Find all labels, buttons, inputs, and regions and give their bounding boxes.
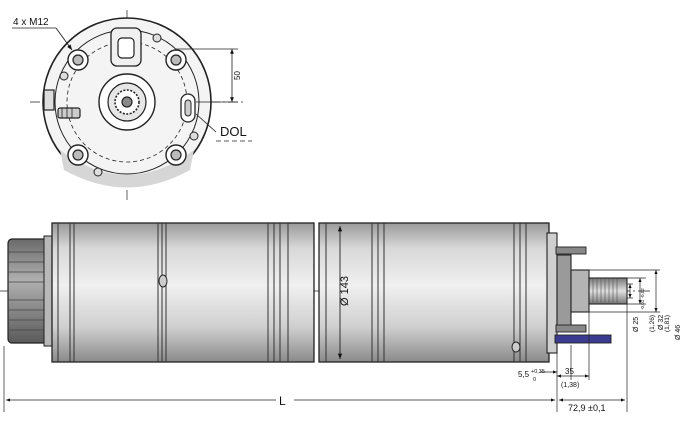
dim-shaft-offset-tol-upper: +0,35 [531, 369, 545, 375]
dol-label: DOL [220, 124, 247, 139]
dol-leader [195, 113, 217, 133]
blue-cable [554, 334, 612, 344]
dim-143-label: Ø 143 [339, 276, 351, 306]
dim-46-inch-label: (1,81) [664, 315, 671, 332]
bolt-hole-bottom-right [165, 144, 187, 166]
top-stud [555, 246, 587, 255]
left-cable-gland [43, 89, 55, 111]
right-diameter-dims [571, 269, 660, 313]
end-cap-ribs [8, 251, 48, 331]
motor-body-section-1 [51, 222, 315, 363]
dim-32-label: Ø 32 [658, 315, 665, 330]
dim-32-inch-label: (1,26) [649, 315, 656, 332]
dim-25-tol-label: -0,01 -0,02 [640, 288, 645, 310]
side-view [0, 222, 660, 412]
dim-72-9-label: 72,9 ±0,1 [568, 403, 605, 413]
flange-plate [556, 254, 572, 328]
bolt-hole-top-left [67, 49, 89, 71]
dim-shaft-offset-tol-lower: 0 [533, 377, 536, 383]
bolt-hole-bottom-left [67, 144, 89, 166]
bolt-hole-top-right [165, 49, 187, 71]
dim-25-label: Ø 25 [633, 317, 640, 332]
shaft-splines [592, 278, 618, 304]
front-view [12, 10, 252, 200]
dim-50-label: 50 [233, 71, 242, 80]
rim-screw [152, 33, 162, 43]
end-cap [7, 238, 49, 344]
body-loop [511, 341, 521, 353]
dim-shaft-offset-label: 5,5 [518, 370, 530, 379]
shaft-collar [570, 269, 590, 313]
dim-L-gap [276, 394, 294, 406]
rim-screw [59, 71, 69, 81]
dim-35-label: 35 [565, 367, 574, 376]
front-shading-bottom [60, 150, 194, 188]
dim-L-label: L [279, 394, 286, 408]
bottom-stud [555, 324, 587, 333]
body-loop [158, 274, 168, 288]
rim-screw [93, 167, 103, 177]
dim-35-inch-label: (1,38) [561, 382, 579, 389]
body-rings [57, 223, 527, 362]
motor-body-section-2 [318, 222, 550, 363]
bolt-callout-label: 4 x M12 [13, 17, 49, 28]
rim-screw [189, 131, 199, 141]
dim-46-label: Ø 46 [675, 325, 682, 340]
shaft [588, 277, 628, 305]
hub-center [121, 96, 133, 108]
bolt-callout-leader [55, 27, 73, 51]
